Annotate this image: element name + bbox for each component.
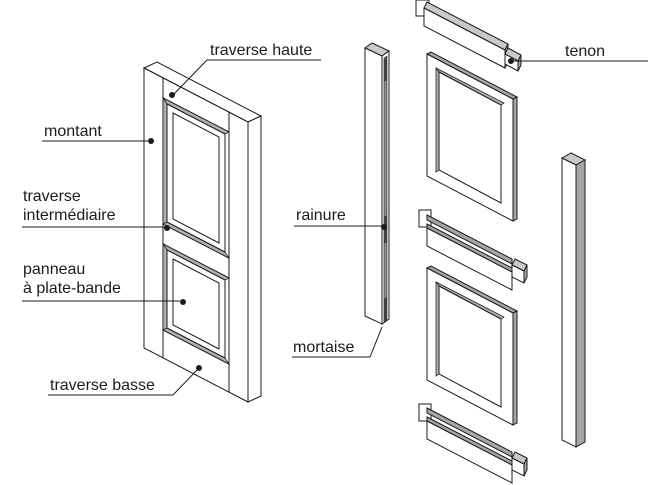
door-front-face [143,67,249,403]
panel-right-edge [512,96,518,222]
panel-lower [425,265,519,426]
panel-front-face [426,53,514,222]
label-panneau-2: à plate-bande [23,280,121,297]
callouts: traverse haute montant traverse interméd… [22,42,648,396]
mortise-slot-top [384,57,387,82]
label-traverse-intermediaire-2: intermédiaire [23,207,116,224]
callout-dot [169,92,175,98]
stile-front-face [561,157,577,448]
stile-left-grooved [364,42,390,325]
panel-field [172,112,220,244]
callout-dot [196,365,202,371]
tenon-front-face [511,457,525,477]
callout-mortaise: mortaise [292,326,383,358]
callout-traverse-basse: traverse basse [48,365,202,396]
stile-side-face [575,159,586,448]
label-rainure: rainure [296,207,346,224]
bevel-band-left [162,96,168,225]
callout-panneau-plate-bande: panneau à plate-bande [22,261,186,305]
leader-line [173,59,321,95]
panel-field [438,71,502,204]
stile-front-face [364,47,383,325]
label-panneau-1: panneau [23,261,85,278]
mortise-slot-bottom [384,297,387,322]
bevel-inner-edge [166,249,226,359]
rail-top [415,0,522,72]
callout-dot [180,299,186,305]
groove-channel [383,55,388,323]
panel-front-face [426,267,514,426]
label-mortaise: mortaise [293,339,354,356]
bevel-band-left [162,242,168,331]
callout-dot [381,224,387,230]
panel-upper [425,51,519,222]
callout-dot [148,138,154,144]
label-traverse-haute: traverse haute [210,42,312,59]
callout-traverse-haute: traverse haute [169,42,321,98]
panel-field [172,258,220,350]
panel-right-edge [512,310,518,426]
door-assembly [142,61,263,403]
door-lower-panel [161,242,231,365]
leader-line [292,326,383,358]
callout-tenon: tenon [508,43,648,64]
label-tenon: tenon [565,43,605,60]
label-montant: montant [44,123,102,140]
callout-traverse-intermediaire: traverse intermédiaire [22,188,170,231]
label-traverse-intermediaire-1: traverse [23,188,81,205]
rail-bottom [418,403,528,484]
rail-intermediate [418,209,528,291]
door-upper-panel [161,96,231,259]
rail-front-face [426,420,513,484]
leader-line [48,369,198,396]
tenon-front-face [511,264,525,284]
stile-right [560,152,587,448]
door-side-face [247,115,262,403]
rail-front-face [426,227,513,291]
bevel-inner-edge [166,103,226,253]
callout-dot [164,225,170,231]
callout-dot [508,58,514,64]
callout-rainure: rainure [294,207,387,230]
exploded-view [364,0,587,484]
callout-montant: montant [42,123,154,144]
panel-field [438,285,502,408]
label-traverse-basse: traverse basse [50,377,155,394]
